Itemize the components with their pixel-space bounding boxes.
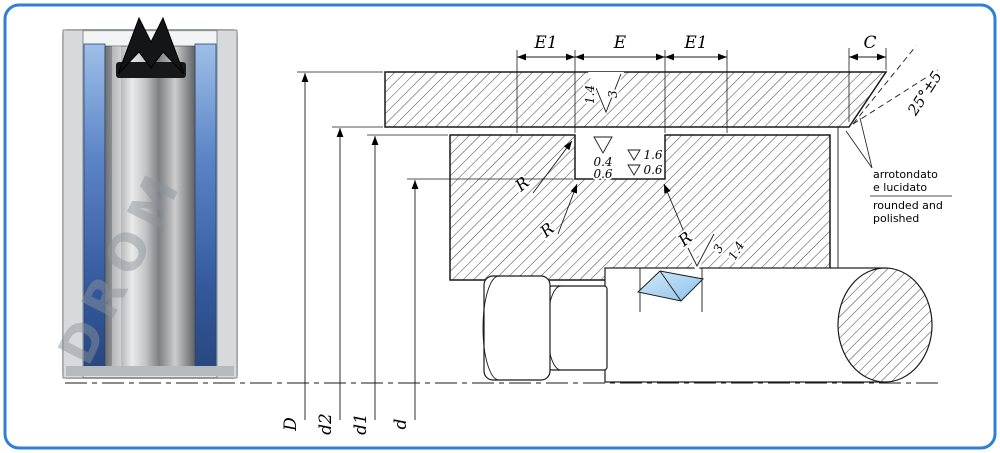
product-photo: DROM xyxy=(47,16,238,379)
dim-label-d1: d1 xyxy=(351,413,371,435)
finish-value-groove-left-1: 0.4 xyxy=(593,155,612,169)
radius-leader-3 xyxy=(663,183,685,233)
dim-label-d2: d2 xyxy=(316,413,336,435)
rod-cut-end-ellipse xyxy=(837,267,933,383)
finish-symbol-bore: 1.4 3 xyxy=(581,72,624,116)
outer-flange-left xyxy=(62,29,84,379)
finish-symbol-backing xyxy=(588,72,624,116)
radius-leader-2 xyxy=(557,183,578,235)
housing-bottom-shadow xyxy=(66,366,234,376)
note-english-line2: polished xyxy=(873,212,919,225)
metal-cylinder-center xyxy=(104,45,196,371)
triangle-mark-small-icon-1 xyxy=(627,149,641,161)
finish-value-bore-1: 1.4 xyxy=(583,85,597,104)
dim-label-e: E xyxy=(613,33,627,53)
xring-seal-profile xyxy=(117,16,185,75)
roughness-check-icon xyxy=(595,73,622,114)
note-english-line1: rounded and xyxy=(873,199,943,212)
angle-ref-line-1 xyxy=(852,69,939,125)
note-leader-2 xyxy=(859,117,873,169)
outer-flange-right xyxy=(216,29,238,379)
angle-ref-line-2 xyxy=(852,45,917,125)
dim-label-D: D xyxy=(281,417,301,432)
rod-step-cylinder xyxy=(548,285,608,371)
seal-fold-line xyxy=(659,270,682,302)
xring-cavity xyxy=(116,62,186,78)
rod-fitting-arc xyxy=(482,275,500,381)
finish-symbols-groove: 0.4 0.6 1.6 0.6 xyxy=(591,136,665,183)
blue-guide-band-right xyxy=(194,43,217,371)
metal-highlight xyxy=(112,46,121,370)
dim-label-d: d xyxy=(391,418,411,429)
diameter-dimensions: D d2 d1 d xyxy=(279,71,573,437)
finish-value-bore-2: 3 xyxy=(606,90,620,98)
piston-section-with-groove xyxy=(449,134,831,281)
finish-value-groove-right-1: 1.6 xyxy=(643,148,662,162)
groove-width-dimensions: E1 E E1 xyxy=(516,33,728,133)
triangle-mark-small-icon-2 xyxy=(627,164,641,176)
note-italian-line1: arrotondato xyxy=(873,168,938,181)
finish-value-groove-left-2: 0.6 xyxy=(593,167,612,181)
triangle-mark-icon xyxy=(593,136,613,154)
note-italian-line2: e lucidato xyxy=(873,181,927,194)
edge-finish-note: arrotondato e lucidato rounded and polis… xyxy=(845,117,952,225)
radius-leader-1 xyxy=(532,140,573,194)
rod-end-fitting xyxy=(483,275,551,381)
cylinder-wall-section xyxy=(384,71,888,128)
roughness-check-icon xyxy=(687,233,715,267)
dim-label-c: C xyxy=(863,33,876,53)
dim-label-e1-left: E1 xyxy=(533,33,557,53)
dim-label-e1-right: E1 xyxy=(683,33,707,53)
finish-value-groove-right-2: 0.6 xyxy=(643,163,662,177)
note-leader-1 xyxy=(845,130,873,169)
